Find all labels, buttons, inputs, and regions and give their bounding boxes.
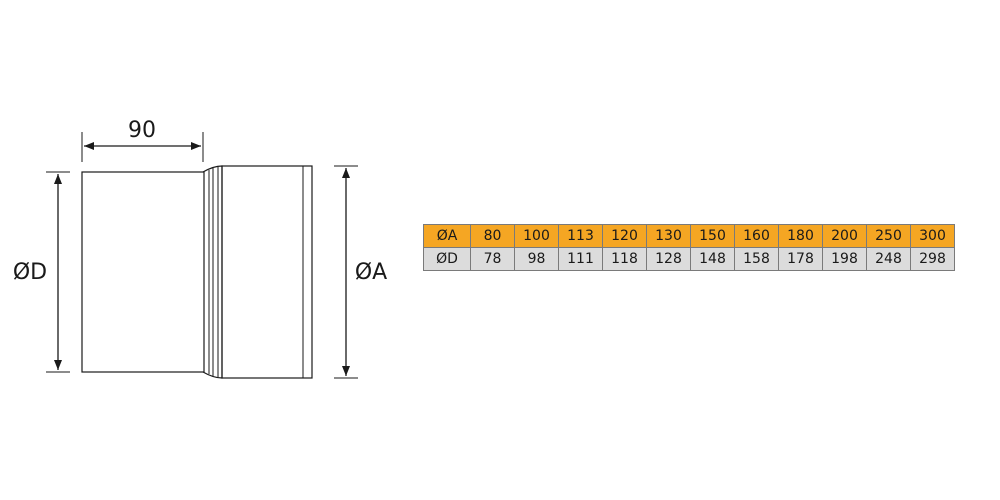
table-cell: 130 xyxy=(646,224,691,248)
table-row-header: ØA xyxy=(423,224,471,248)
table-row-header: ØD xyxy=(423,247,471,271)
table-cell: 113 xyxy=(558,224,603,248)
table-cell: 78 xyxy=(470,247,515,271)
table-cell: 300 xyxy=(910,224,955,248)
table-cell: 298 xyxy=(910,247,955,271)
table-cell: 100 xyxy=(514,224,559,248)
table-cell: 148 xyxy=(690,247,735,271)
diameter-d-label: ØD xyxy=(13,260,47,285)
spigot-body xyxy=(81,171,205,373)
socket-body xyxy=(221,165,313,379)
table-cell: 158 xyxy=(734,247,779,271)
table-cell: 118 xyxy=(602,247,647,271)
table-cell: 150 xyxy=(690,224,735,248)
table-cell: 120 xyxy=(602,224,647,248)
diameter-a-label: ØA xyxy=(355,260,387,285)
table-cell: 248 xyxy=(866,247,911,271)
table-cell: 128 xyxy=(646,247,691,271)
table-cell: 180 xyxy=(778,224,823,248)
table-cell: 198 xyxy=(822,247,867,271)
table-cell: 250 xyxy=(866,224,911,248)
length-label: 90 xyxy=(128,118,156,143)
table-cell: 111 xyxy=(558,247,603,271)
table-cell: 80 xyxy=(470,224,515,248)
table-cell: 160 xyxy=(734,224,779,248)
table-cell: 98 xyxy=(514,247,559,271)
table-cell: 200 xyxy=(822,224,867,248)
table-cell: 178 xyxy=(778,247,823,271)
